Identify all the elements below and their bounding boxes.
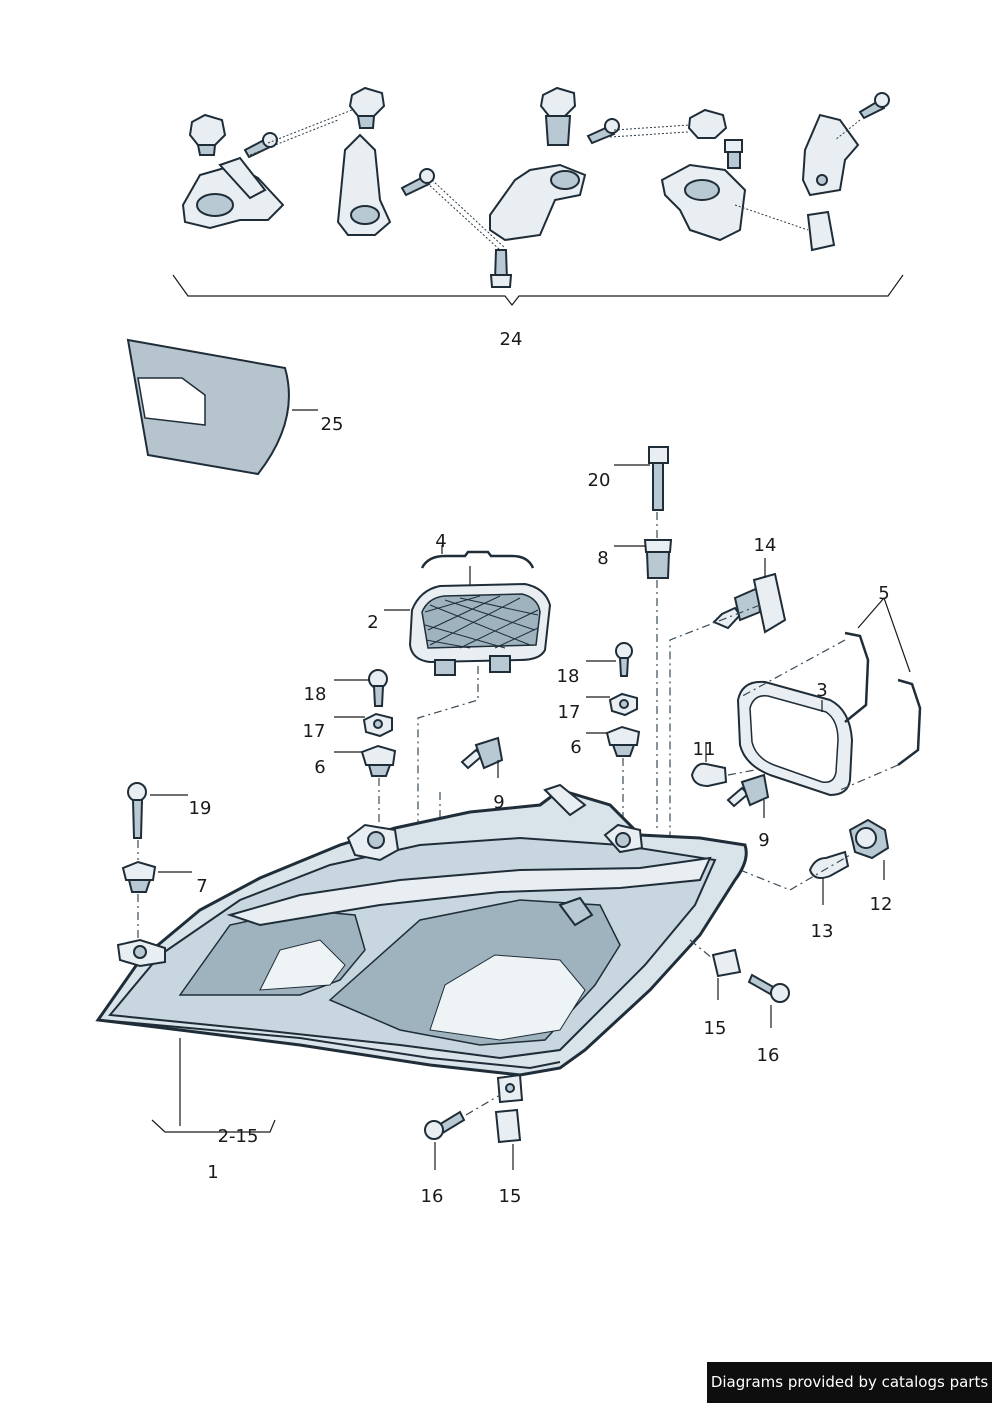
label-2: 2 xyxy=(367,612,379,633)
screw-19 xyxy=(127,782,188,839)
bolt-bottom xyxy=(489,249,513,288)
bulb-13 xyxy=(808,850,850,905)
label-15-right: 15 xyxy=(703,1018,727,1039)
bushing-top xyxy=(348,86,386,129)
clip-5-a xyxy=(844,631,870,723)
grommet-6-left xyxy=(334,744,397,777)
socket-12 xyxy=(848,818,890,880)
label-6-left: 6 xyxy=(314,757,326,778)
screw-left xyxy=(243,132,278,159)
label-15-bottom: 15 xyxy=(498,1186,522,1207)
bulb-11 xyxy=(690,742,728,788)
headlight-housing-1 xyxy=(95,783,748,1104)
bolt-right xyxy=(724,139,743,169)
protective-film xyxy=(126,338,318,476)
grommet-7 xyxy=(121,860,192,893)
cover-2 xyxy=(384,582,552,676)
label-11: 11 xyxy=(692,739,716,760)
label-25: 25 xyxy=(320,414,344,435)
label-12: 12 xyxy=(869,894,893,915)
washer-17-left xyxy=(334,712,393,738)
bulb-holder-14 xyxy=(712,558,787,634)
clip-15-right xyxy=(711,948,742,1000)
washer-17-right xyxy=(586,692,638,717)
bushing-right xyxy=(687,108,728,139)
label-24: 24 xyxy=(499,329,523,350)
label-2-15: 2-15 xyxy=(217,1126,259,1147)
screw-18-left xyxy=(334,669,388,707)
bulb-9-right xyxy=(726,773,770,818)
bracket-left xyxy=(181,156,285,230)
label-16-right: 16 xyxy=(756,1045,780,1066)
bracket-far-right xyxy=(801,113,860,197)
screw-far-right xyxy=(858,92,890,120)
label-18-left: 18 xyxy=(303,684,327,705)
clip-far-right xyxy=(806,210,836,252)
label-9-left: 9 xyxy=(493,792,505,813)
bolt-20 xyxy=(614,446,669,511)
grommet-6-right xyxy=(586,725,641,757)
screw-center xyxy=(586,118,620,145)
label-18-right: 18 xyxy=(556,666,580,687)
bushing-left xyxy=(188,113,227,156)
label-13: 13 xyxy=(810,921,834,942)
label-14: 14 xyxy=(753,535,777,556)
clip-15-bottom xyxy=(494,1108,522,1170)
bracket-center xyxy=(489,163,587,242)
bushing-8 xyxy=(614,539,673,579)
bulb-9-left xyxy=(460,736,504,778)
seal-4 xyxy=(420,545,535,585)
label-17-left: 17 xyxy=(302,721,326,742)
screw-16-bottom xyxy=(424,1110,466,1170)
bracket-vertical xyxy=(336,133,392,236)
screw-16-right xyxy=(747,973,790,1028)
bracket-kit-group xyxy=(172,86,904,306)
screw-18-right xyxy=(586,642,633,677)
screw-mid xyxy=(400,168,435,197)
label-1: 1 xyxy=(207,1162,219,1183)
bushing-center xyxy=(539,86,577,146)
label-4: 4 xyxy=(435,531,447,552)
label-17-right: 17 xyxy=(557,702,581,723)
label-16-bottom: 16 xyxy=(420,1186,444,1207)
label-6-right: 6 xyxy=(570,737,582,758)
bracket-right xyxy=(660,163,747,242)
label-19: 19 xyxy=(188,798,212,819)
label-7: 7 xyxy=(196,876,208,897)
label-8: 8 xyxy=(597,548,609,569)
label-3: 3 xyxy=(816,680,828,701)
label-9-right: 9 xyxy=(758,830,770,851)
clip-5-b xyxy=(897,678,922,766)
frame-3 xyxy=(736,680,854,797)
label-20: 20 xyxy=(587,470,611,491)
label-5: 5 xyxy=(878,583,890,604)
footer-credit: Diagrams provided by catalogs parts xyxy=(707,1362,992,1403)
